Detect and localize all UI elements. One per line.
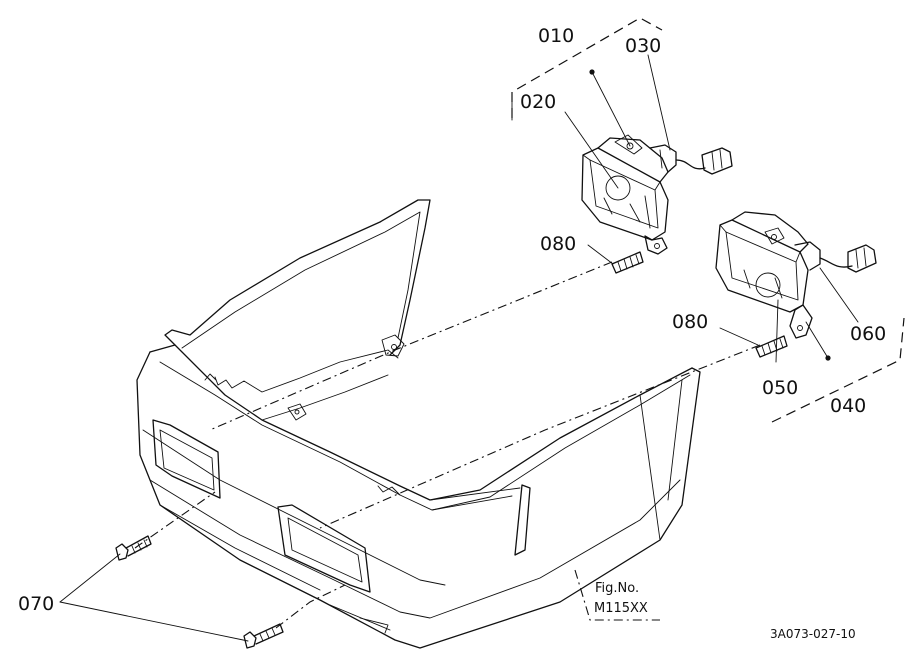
upper-work-lamp [581, 134, 733, 255]
label-040: 040 [830, 395, 866, 417]
bolt-070-left [115, 535, 152, 561]
label-030: 030 [625, 35, 661, 57]
label-010: 010 [538, 25, 574, 47]
lower-work-lamp [715, 211, 877, 339]
label-leaders [59, 54, 859, 642]
figure-caption: Fig.No. M115XX [594, 581, 648, 616]
label-020: 020 [520, 91, 556, 113]
bolt-080-lower [755, 335, 788, 358]
figure-number: M115XX [594, 601, 648, 616]
label-080-lower: 080 [672, 311, 708, 333]
front-bumper [136, 199, 701, 649]
assembly-010-boundary [511, 17, 663, 121]
label-050: 050 [762, 377, 798, 399]
reference-code: 3A073-027-10 [770, 627, 856, 641]
label-060: 060 [850, 323, 886, 345]
assembly-lines [134, 261, 761, 629]
label-070: 070 [18, 593, 54, 615]
label-080-upper: 080 [540, 233, 576, 255]
part-numbers: 010 030 020 080 080 060 050 040 070 [18, 25, 886, 615]
figure-caption-label: Fig.No. [595, 581, 639, 596]
bolt-080-upper [611, 251, 644, 274]
bolt-070-bottom [243, 623, 284, 649]
